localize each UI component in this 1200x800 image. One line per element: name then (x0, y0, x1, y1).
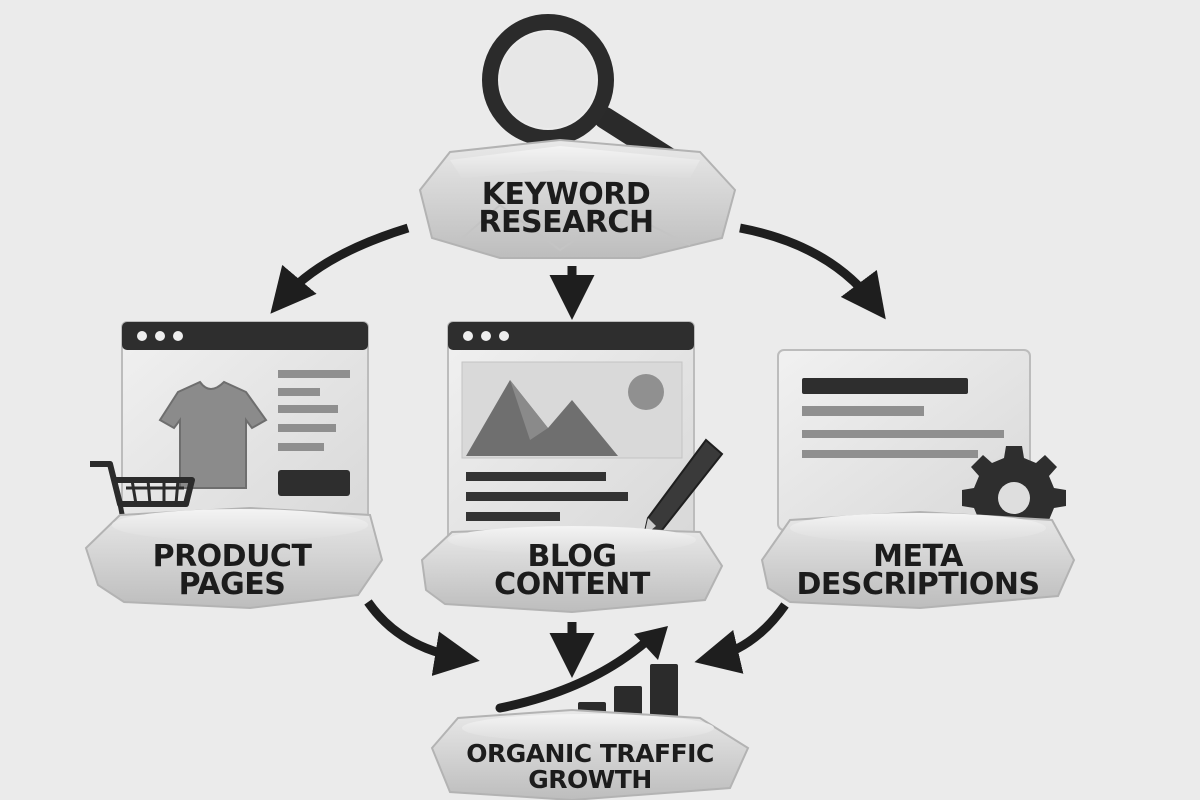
node-keyword-research: KEYWORD RESEARCH (418, 14, 737, 259)
flow-arrows (270, 223, 886, 678)
product-pages-pedestal (84, 506, 384, 610)
keyword-research-label-line1: KEYWORD (482, 177, 651, 212)
arrow-meta-to-growth (694, 602, 789, 674)
keyword-research-label-line2: RESEARCH (478, 205, 653, 240)
blog-content-label-line1: BLOG (527, 539, 616, 574)
shirt-icon (158, 380, 268, 489)
product-pages-label-line2: PAGES (179, 567, 286, 602)
meta-descriptions-pedestal (760, 510, 1076, 610)
node-blog-content: BLOG CONTENT (420, 321, 724, 614)
product-page-window (121, 321, 369, 533)
image-placeholder-icon (461, 361, 683, 459)
organic-traffic-growth-label-line2: GROWTH (528, 765, 652, 794)
node-meta-descriptions: META DESCRIPTIONS (760, 349, 1076, 610)
arrow-product-to-growth (364, 599, 480, 676)
organic-traffic-growth-pedestal (430, 708, 750, 800)
blog-content-pedestal (420, 526, 724, 614)
magnifying-glass-icon (482, 14, 679, 169)
arrow-keyword-to-meta (739, 223, 886, 320)
organic-traffic-growth-label-line1: ORGANIC TRAFFIC (466, 739, 714, 768)
node-organic-traffic-growth: ORGANIC TRAFFIC GROWTH (430, 626, 750, 800)
blog-window (447, 321, 695, 545)
meta-descriptions-label-line1: META (873, 539, 964, 574)
meta-descriptions-label-line2: DESCRIPTIONS (796, 567, 1039, 602)
arrow-keyword-to-product (270, 223, 410, 314)
keyword-research-pedestal (418, 138, 737, 259)
node-product-pages: PRODUCT PAGES (84, 321, 384, 610)
product-pages-label-line1: PRODUCT (153, 539, 313, 574)
blog-content-label-line2: CONTENT (494, 567, 651, 602)
